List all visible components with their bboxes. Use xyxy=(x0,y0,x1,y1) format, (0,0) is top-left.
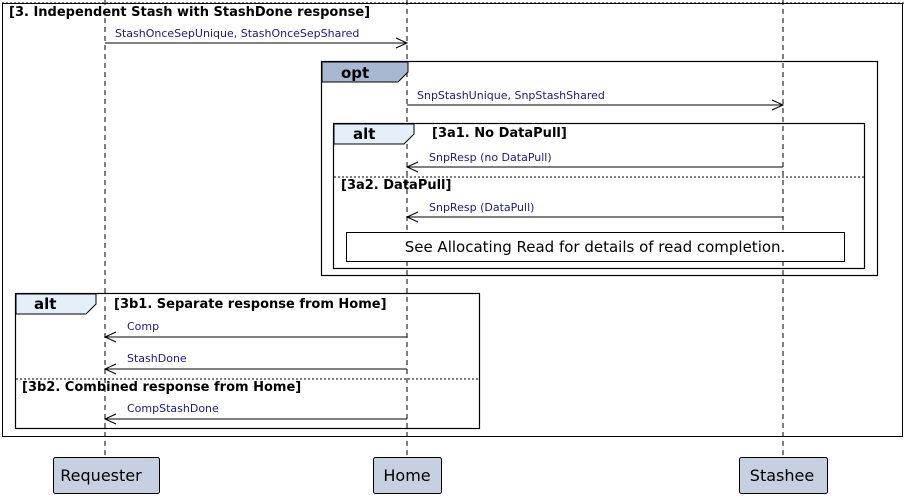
message-label: StashDone xyxy=(127,352,187,365)
alt-b-guard-2: [3b2. Combined response from Home] xyxy=(22,380,301,395)
participant-stashee: Stashee xyxy=(739,457,828,494)
note-text: See Allocating Read for details of read … xyxy=(405,238,786,256)
alt-fragment-a: alt [3a1. No DataPull] [3a2. DataPull] xyxy=(332,122,866,270)
participant-home: Home xyxy=(373,457,442,494)
message-stashdone: StashDone xyxy=(103,352,407,375)
message-snpstash: SnpStashUnique, SnpStashShared xyxy=(407,89,785,111)
outer-frame-label: [3. Independent Stash with StashDone res… xyxy=(9,5,370,20)
message-stashoncesep: StashOnceSepUnique, StashOnceSepShared xyxy=(105,27,409,49)
message-label: Comp xyxy=(127,320,159,333)
alt-fragment-b: alt [3b1. Separate response from Home] [… xyxy=(14,292,481,430)
participant-label: Home xyxy=(383,466,430,485)
participant-label: Requester xyxy=(60,466,142,485)
message-label: CompStashDone xyxy=(127,402,219,415)
message-comp: Comp xyxy=(103,320,407,343)
message-label: SnpStashUnique, SnpStashShared xyxy=(417,89,605,102)
alt-a-guard-2: [3a2. DataPull] xyxy=(341,178,451,193)
note-box: See Allocating Read for details of read … xyxy=(346,232,845,262)
alt-a-keyword: alt xyxy=(353,125,375,143)
message-label: StashOnceSepUnique, StashOnceSepShared xyxy=(115,27,359,40)
message-label: SnpResp (no DataPull) xyxy=(429,151,552,164)
opt-fragment: opt xyxy=(320,60,879,277)
alt-b-keyword: alt xyxy=(34,295,56,313)
message-label: SnpResp (DataPull) xyxy=(429,201,534,214)
message-compstashdone: CompStashDone xyxy=(103,402,407,425)
participant-requester: Requester xyxy=(53,457,160,494)
message-snpresp-datapull: SnpResp (DataPull) xyxy=(405,201,783,223)
opt-keyword: opt xyxy=(341,64,369,82)
participant-label: Stashee xyxy=(750,466,814,485)
alt-b-guard-1: [3b1. Separate response from Home] xyxy=(114,297,387,312)
message-snpresp-no-datapull: SnpResp (no DataPull) xyxy=(405,151,783,173)
alt-a-guard-1: [3a1. No DataPull] xyxy=(432,126,567,141)
outer-frame: [3. Independent Stash with StashDone res… xyxy=(2,2,904,437)
